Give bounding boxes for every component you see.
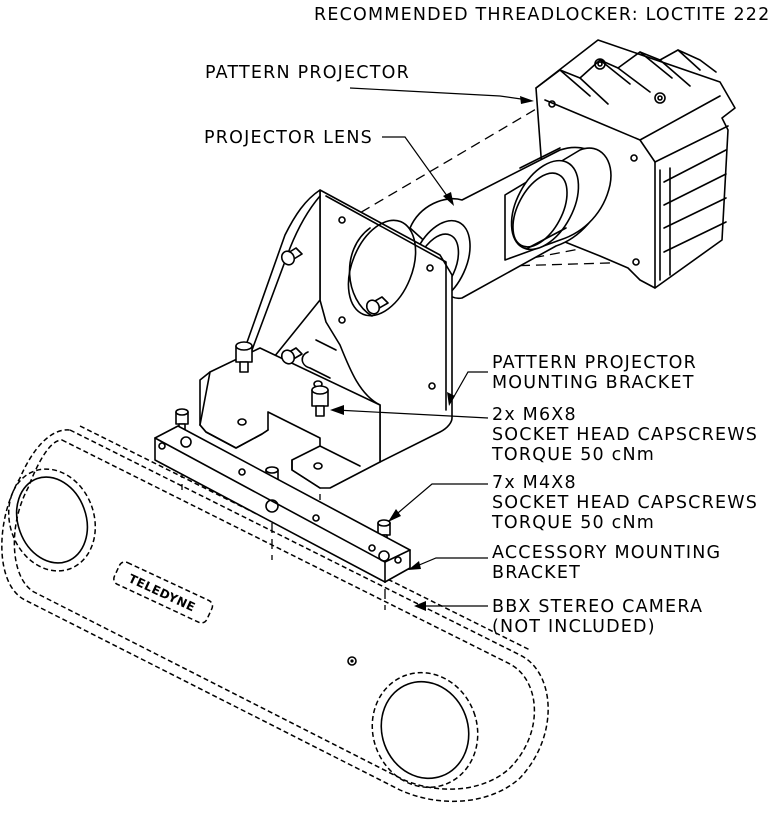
label-accessory-2: BRACKET <box>492 563 581 583</box>
label-mounting-bracket-2: MOUNTING BRACKET <box>492 373 695 393</box>
label-accessory-1: ACCESSORY MOUNTING <box>492 543 721 563</box>
m4-screw-a <box>235 341 253 373</box>
accessory-bracket <box>154 425 411 583</box>
label-m4-type: SOCKET HEAD CAPSCREWS <box>492 493 758 513</box>
threadlocker-note: RECOMMENDED THREADLOCKER: LOCTITE 222 <box>314 5 770 25</box>
camera-logo: TELEDYNE <box>113 561 214 624</box>
capscrews <box>175 247 391 544</box>
label-projector-lens: PROJECTOR LENS <box>204 128 373 148</box>
label-pattern-projector: PATTERN PROJECTOR <box>205 63 410 83</box>
leader-lines <box>330 87 534 611</box>
m4-screw-b <box>311 385 329 417</box>
label-m4-qty: 7x M4X8 <box>492 473 577 493</box>
label-m6-type: SOCKET HEAD CAPSCREWS <box>492 425 758 445</box>
m6-screw-side <box>280 347 303 365</box>
label-m6-qty: 2x M6X8 <box>492 405 577 425</box>
m6-screw-upper <box>280 247 303 266</box>
label-mounting-bracket-1: PATTERN PROJECTOR <box>492 353 697 373</box>
projector-lens <box>409 146 612 305</box>
callout-labels: PATTERN PROJECTOR PROJECTOR LENS PATTERN… <box>204 63 758 637</box>
mounting-bracket <box>199 189 453 489</box>
label-camera-1: BBX STEREO CAMERA <box>492 597 703 617</box>
label-m6-torque: TORQUE 50 cNm <box>491 445 655 465</box>
m6-screw-lower <box>365 296 389 315</box>
label-camera-2: (NOT INCLUDED) <box>492 617 656 637</box>
label-m4-torque: TORQUE 50 cNm <box>491 513 655 533</box>
